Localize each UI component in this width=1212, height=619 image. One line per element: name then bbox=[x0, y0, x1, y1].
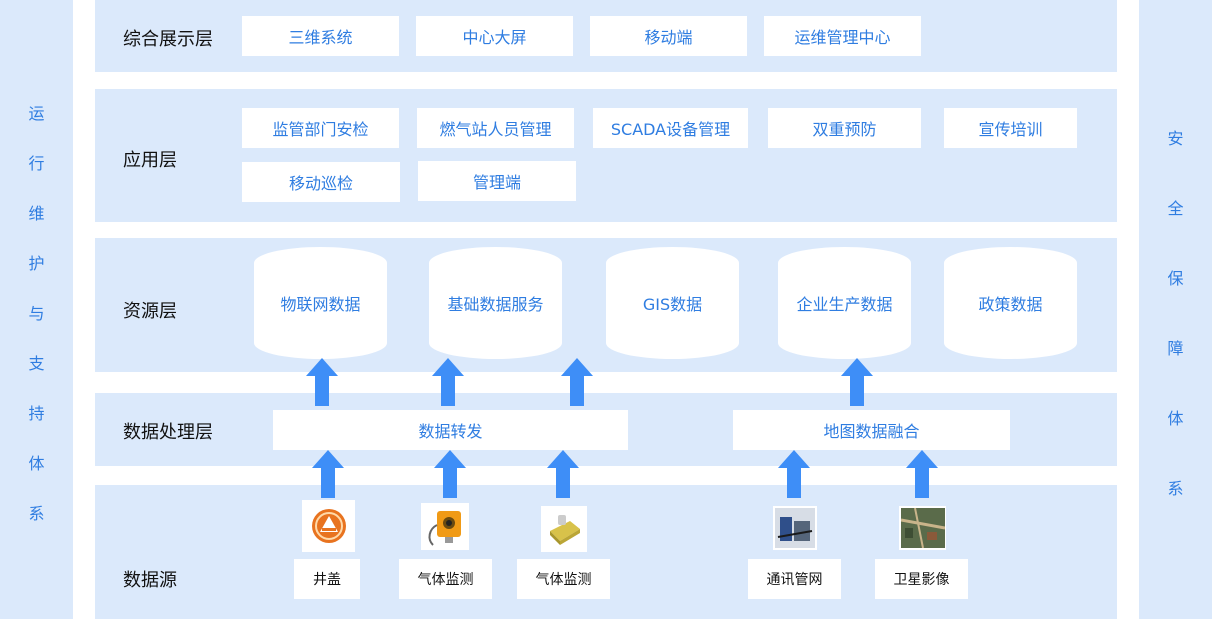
ops-char: 运 bbox=[28, 104, 45, 123]
resource-base-data-service: 基础数据服务 bbox=[429, 247, 562, 359]
ops-char: 护 bbox=[28, 254, 45, 273]
resource-production-data: 企业生产数据 bbox=[778, 247, 911, 359]
resource-gis-data: GIS数据 bbox=[606, 247, 739, 359]
arrow-up-icon bbox=[312, 450, 344, 498]
app-item-station-staff: 燃气站人员管理 bbox=[417, 108, 574, 148]
arrow-up-icon bbox=[561, 358, 593, 406]
source-pipe-network-label: 通讯管网 bbox=[748, 559, 841, 599]
processing-map-fusion: 地图数据融合 bbox=[733, 410, 1010, 450]
arrow-up-icon bbox=[778, 450, 810, 498]
ops-char: 维 bbox=[28, 204, 45, 223]
ops-char: 系 bbox=[28, 504, 45, 523]
gas-sensor-icon bbox=[541, 506, 587, 552]
display-item-3d-system: 三维系统 bbox=[242, 16, 399, 56]
satellite-image-icon bbox=[899, 506, 946, 550]
processing-data-forwarding: 数据转发 bbox=[273, 410, 628, 450]
arrow-up-icon bbox=[306, 358, 338, 406]
source-gas-monitor-label: 气体监测 bbox=[399, 559, 492, 599]
application-layer-title: 应用层 bbox=[123, 150, 177, 171]
security-char: 体 bbox=[1167, 409, 1184, 428]
ops-support-column: 运 行 维 护 与 支 持 体 系 bbox=[0, 0, 73, 619]
app-item-supervision: 监管部门安检 bbox=[242, 108, 399, 148]
security-char: 保 bbox=[1167, 269, 1184, 288]
resource-iot-data-label: 物联网数据 bbox=[280, 295, 361, 314]
ops-char: 行 bbox=[28, 154, 45, 173]
resource-production-data-label: 企业生产数据 bbox=[796, 295, 893, 314]
ops-char: 支 bbox=[28, 354, 45, 373]
pipe-network-icon bbox=[773, 506, 817, 550]
app-item-dual-prevention: 双重预防 bbox=[768, 108, 921, 148]
app-item-training: 宣传培训 bbox=[944, 108, 1077, 148]
display-item-mobile: 移动端 bbox=[590, 16, 747, 56]
source-manhole-label: 井盖 bbox=[294, 559, 360, 599]
ops-char: 与 bbox=[28, 304, 45, 323]
processing-layer-title: 数据处理层 bbox=[123, 422, 213, 443]
ops-char: 体 bbox=[28, 454, 45, 473]
resource-gis-data-label: GIS数据 bbox=[642, 295, 703, 314]
app-item-mobile-inspection: 移动巡检 bbox=[242, 162, 400, 202]
arrow-up-icon bbox=[547, 450, 579, 498]
security-column: 安 全 保 障 体 系 bbox=[1139, 0, 1212, 619]
display-layer-title: 综合展示层 bbox=[123, 29, 213, 50]
source-gas-monitor-label: 气体监测 bbox=[517, 559, 610, 599]
app-item-admin: 管理端 bbox=[418, 161, 576, 201]
security-char: 全 bbox=[1167, 199, 1184, 218]
security-char: 安 bbox=[1167, 129, 1184, 148]
resource-layer-title: 资源层 bbox=[123, 301, 177, 322]
arrow-up-icon bbox=[841, 358, 873, 406]
display-item-ops-center: 运维管理中心 bbox=[764, 16, 921, 56]
security-char: 系 bbox=[1167, 479, 1184, 498]
arrow-up-icon bbox=[906, 450, 938, 498]
app-item-scada: SCADA设备管理 bbox=[593, 108, 748, 148]
resource-iot-data: 物联网数据 bbox=[254, 247, 387, 359]
source-layer-title: 数据源 bbox=[123, 570, 177, 591]
source-satellite-label: 卫星影像 bbox=[875, 559, 968, 599]
manhole-icon bbox=[302, 500, 355, 552]
arrow-up-icon bbox=[434, 450, 466, 498]
display-item-big-screen: 中心大屏 bbox=[416, 16, 573, 56]
gas-detector-icon bbox=[421, 503, 469, 550]
resource-base-data-service-label: 基础数据服务 bbox=[447, 295, 544, 314]
resource-policy-data-label: 政策数据 bbox=[978, 295, 1043, 314]
resource-policy-data: 政策数据 bbox=[944, 247, 1077, 359]
ops-char: 持 bbox=[28, 404, 45, 423]
arrow-up-icon bbox=[432, 358, 464, 406]
security-char: 障 bbox=[1167, 339, 1184, 358]
